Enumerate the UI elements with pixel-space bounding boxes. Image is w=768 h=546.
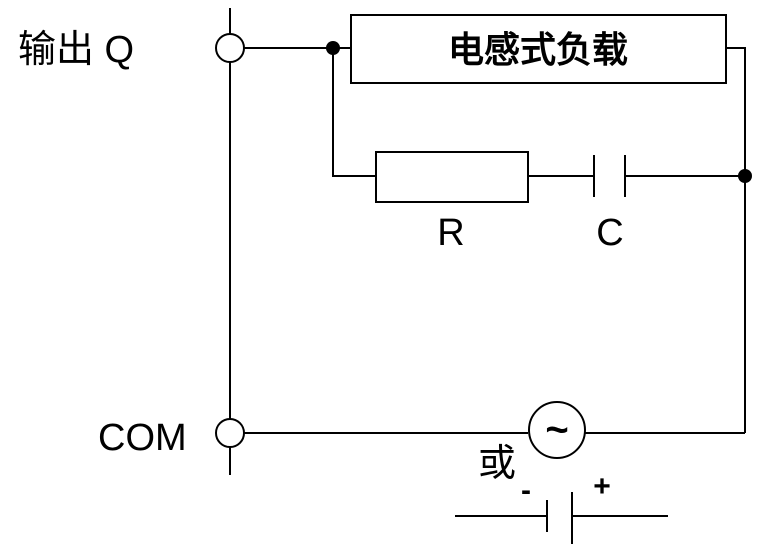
inductive-load-box [350,14,727,84]
dc-minus-label: - [521,474,531,507]
resistor-r [375,151,529,203]
output-q-label: 输出 Q [18,29,134,71]
junction-dot-right [738,169,752,183]
ac-source-symbol: ~ [545,408,568,452]
capacitor-label: C [596,212,623,254]
resistor-label: R [437,212,464,254]
alternative-label: 或 [478,443,516,485]
com-label: COM [98,417,187,459]
ac-source [528,401,586,459]
com-terminal [215,418,245,448]
wire-load-to-right-rail [726,47,746,433]
output-q-terminal [215,33,245,63]
dc-plus-label: + [593,470,611,503]
wire-rc-branch-left [332,48,376,177]
inductive-load-label: 电感式负载 [448,29,628,70]
